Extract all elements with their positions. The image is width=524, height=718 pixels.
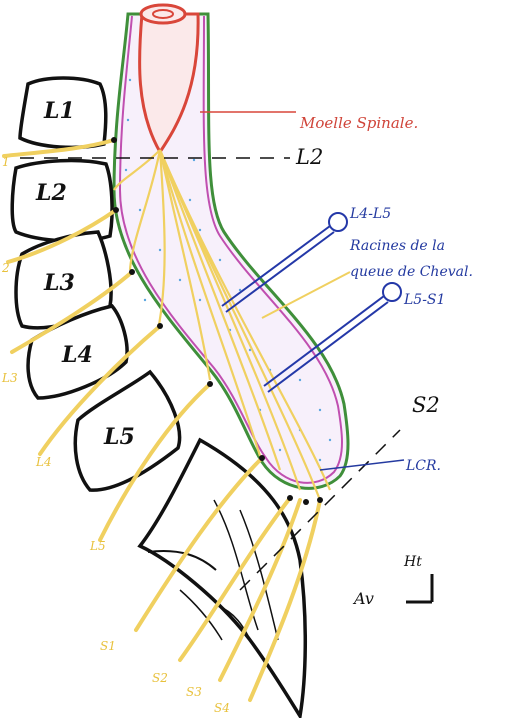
needle-l5-s1 bbox=[263, 282, 402, 393]
sacral-label-s2: S2 bbox=[152, 671, 168, 685]
nerve-label-l3: L3 bbox=[1, 371, 18, 385]
racines-pointer bbox=[261, 271, 351, 319]
nerve-l4 bbox=[38, 324, 162, 456]
arachnoid-line bbox=[118, 15, 343, 484]
label-lcr: LCR. bbox=[405, 458, 441, 474]
vertebra-l2 bbox=[10, 158, 114, 243]
nerve-label-l4: L4 bbox=[35, 455, 52, 469]
label-l4-l5: L4-L5 bbox=[349, 206, 391, 222]
label-moelle-spinale: Moelle Spinale. bbox=[299, 114, 418, 132]
sacral-label-s4: S4 bbox=[214, 701, 230, 715]
label-l5-s1: L5-S1 bbox=[403, 292, 445, 308]
label-av: Av bbox=[352, 589, 374, 608]
root-ganglia bbox=[111, 137, 323, 505]
sacrum bbox=[137, 437, 308, 718]
nerve-l2 bbox=[6, 208, 118, 264]
needle-l4-l5 bbox=[221, 212, 348, 313]
orientation-marker bbox=[406, 574, 434, 604]
sacral-label-s1: S1 bbox=[100, 639, 116, 653]
label-s2-level: S2 bbox=[412, 393, 440, 417]
nerve-label-1: 1 bbox=[2, 155, 10, 169]
vertebra-label-l5: L5 bbox=[103, 424, 135, 450]
lcr-pointer bbox=[319, 459, 405, 471]
label-l2-level: L2 bbox=[295, 145, 323, 169]
nerve-l1 bbox=[2, 138, 116, 158]
nerve-label-2: 2 bbox=[1, 261, 10, 275]
s2-level-line bbox=[239, 429, 401, 591]
vertebra-label-l2: L2 bbox=[35, 180, 67, 206]
label-racines-1: Racines de la bbox=[349, 238, 445, 254]
vertebra-label-l3: L3 bbox=[43, 270, 75, 296]
nerve-s4 bbox=[248, 498, 322, 702]
lumbar-puncture-needles bbox=[221, 212, 402, 393]
nerve-s3 bbox=[218, 498, 302, 682]
nerve-l3 bbox=[10, 270, 134, 354]
vertebra-l5 bbox=[73, 369, 182, 492]
vertebra-label-l1: L1 bbox=[43, 98, 75, 124]
nerve-l5 bbox=[98, 382, 212, 542]
nerve-label-l5: L5 bbox=[89, 539, 106, 553]
spinal-cord-section bbox=[139, 3, 187, 25]
nerve-s1 bbox=[134, 456, 264, 632]
sacral-label-s3: S3 bbox=[186, 685, 202, 699]
label-racines-2: queue de Cheval. bbox=[350, 264, 473, 280]
vertebra-label-l4: L4 bbox=[61, 342, 93, 368]
label-ht: Ht bbox=[403, 554, 422, 570]
nerve-s2 bbox=[178, 496, 292, 662]
annotation-lines bbox=[20, 111, 405, 591]
sacrum-outline bbox=[137, 437, 308, 718]
exiting-nerves bbox=[2, 138, 322, 702]
cauda-equina-roots bbox=[113, 149, 332, 501]
